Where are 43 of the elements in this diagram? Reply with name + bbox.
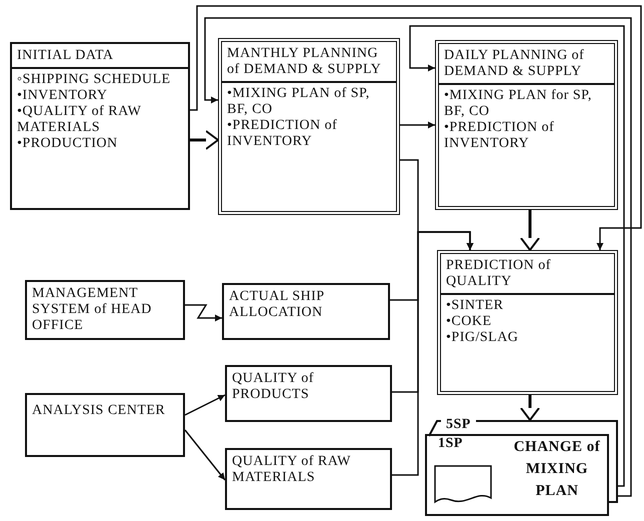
box-label: QUALITY of PRODUCTS bbox=[231, 370, 315, 404]
arrow bbox=[409, 25, 625, 487]
box-label: ACTUAL SHIP ALLOCATION bbox=[228, 288, 326, 322]
process-box bbox=[222, 283, 390, 340]
process-box bbox=[437, 250, 618, 395]
document-stack-box bbox=[425, 420, 618, 516]
arrow bbox=[184, 394, 226, 416]
list-item: •QUALITY of RAW MATERIALS bbox=[16, 104, 142, 136]
list-item: •INVENTORY bbox=[16, 88, 109, 104]
arrow bbox=[185, 304, 222, 322]
sheet-label: 1SP bbox=[437, 436, 464, 452]
box-heading: INITIAL DATA bbox=[12, 44, 188, 69]
block-arrow bbox=[190, 130, 219, 150]
list-item: •PREDICTION of INVENTORY bbox=[226, 118, 338, 150]
list-item: •PRODUCTION bbox=[16, 136, 119, 152]
list-item: ◦SHIPPING SCHEDULE bbox=[16, 72, 172, 88]
list-item: •COKE bbox=[445, 314, 493, 330]
block-arrow bbox=[520, 210, 540, 251]
list-item: •PIG/SLAG bbox=[445, 330, 520, 346]
list-item: •PREDICTION of INVENTORY bbox=[443, 120, 556, 152]
arrow bbox=[400, 122, 435, 128]
box-heading: PREDICTION of QUALITY bbox=[441, 254, 614, 295]
box-heading: MANTHLY PLANNING of DEMAND & SUPPLY bbox=[222, 42, 396, 83]
box-heading: DAILY PLANNING of DEMAND & SUPPLY bbox=[439, 44, 614, 85]
arrow bbox=[190, 5, 642, 250]
process-box bbox=[25, 280, 185, 340]
process-box bbox=[25, 393, 185, 457]
process-box bbox=[10, 42, 190, 210]
box-label: CHANGE of MIXING PLAN bbox=[512, 438, 602, 501]
process-box bbox=[225, 448, 392, 510]
process-box bbox=[225, 365, 392, 422]
list-item: •MIXING PLAN for SP, BF, CO bbox=[443, 88, 593, 120]
process-box bbox=[435, 40, 618, 210]
list-item: •SINTER bbox=[445, 298, 504, 314]
process-box bbox=[218, 38, 400, 215]
arrow bbox=[184, 430, 226, 480]
arrow bbox=[392, 231, 474, 476]
block-arrow bbox=[520, 395, 540, 421]
box-label: MANAGEMENT SYSTEM of HEAD OFFICE bbox=[31, 285, 153, 335]
list-item: •MIXING PLAN of SP, BF, CO bbox=[226, 86, 371, 118]
box-label: QUALITY of RAW MATERIALS bbox=[231, 453, 352, 487]
box-label: ANALYSIS CENTER bbox=[31, 402, 166, 420]
arrow bbox=[204, 17, 632, 497]
